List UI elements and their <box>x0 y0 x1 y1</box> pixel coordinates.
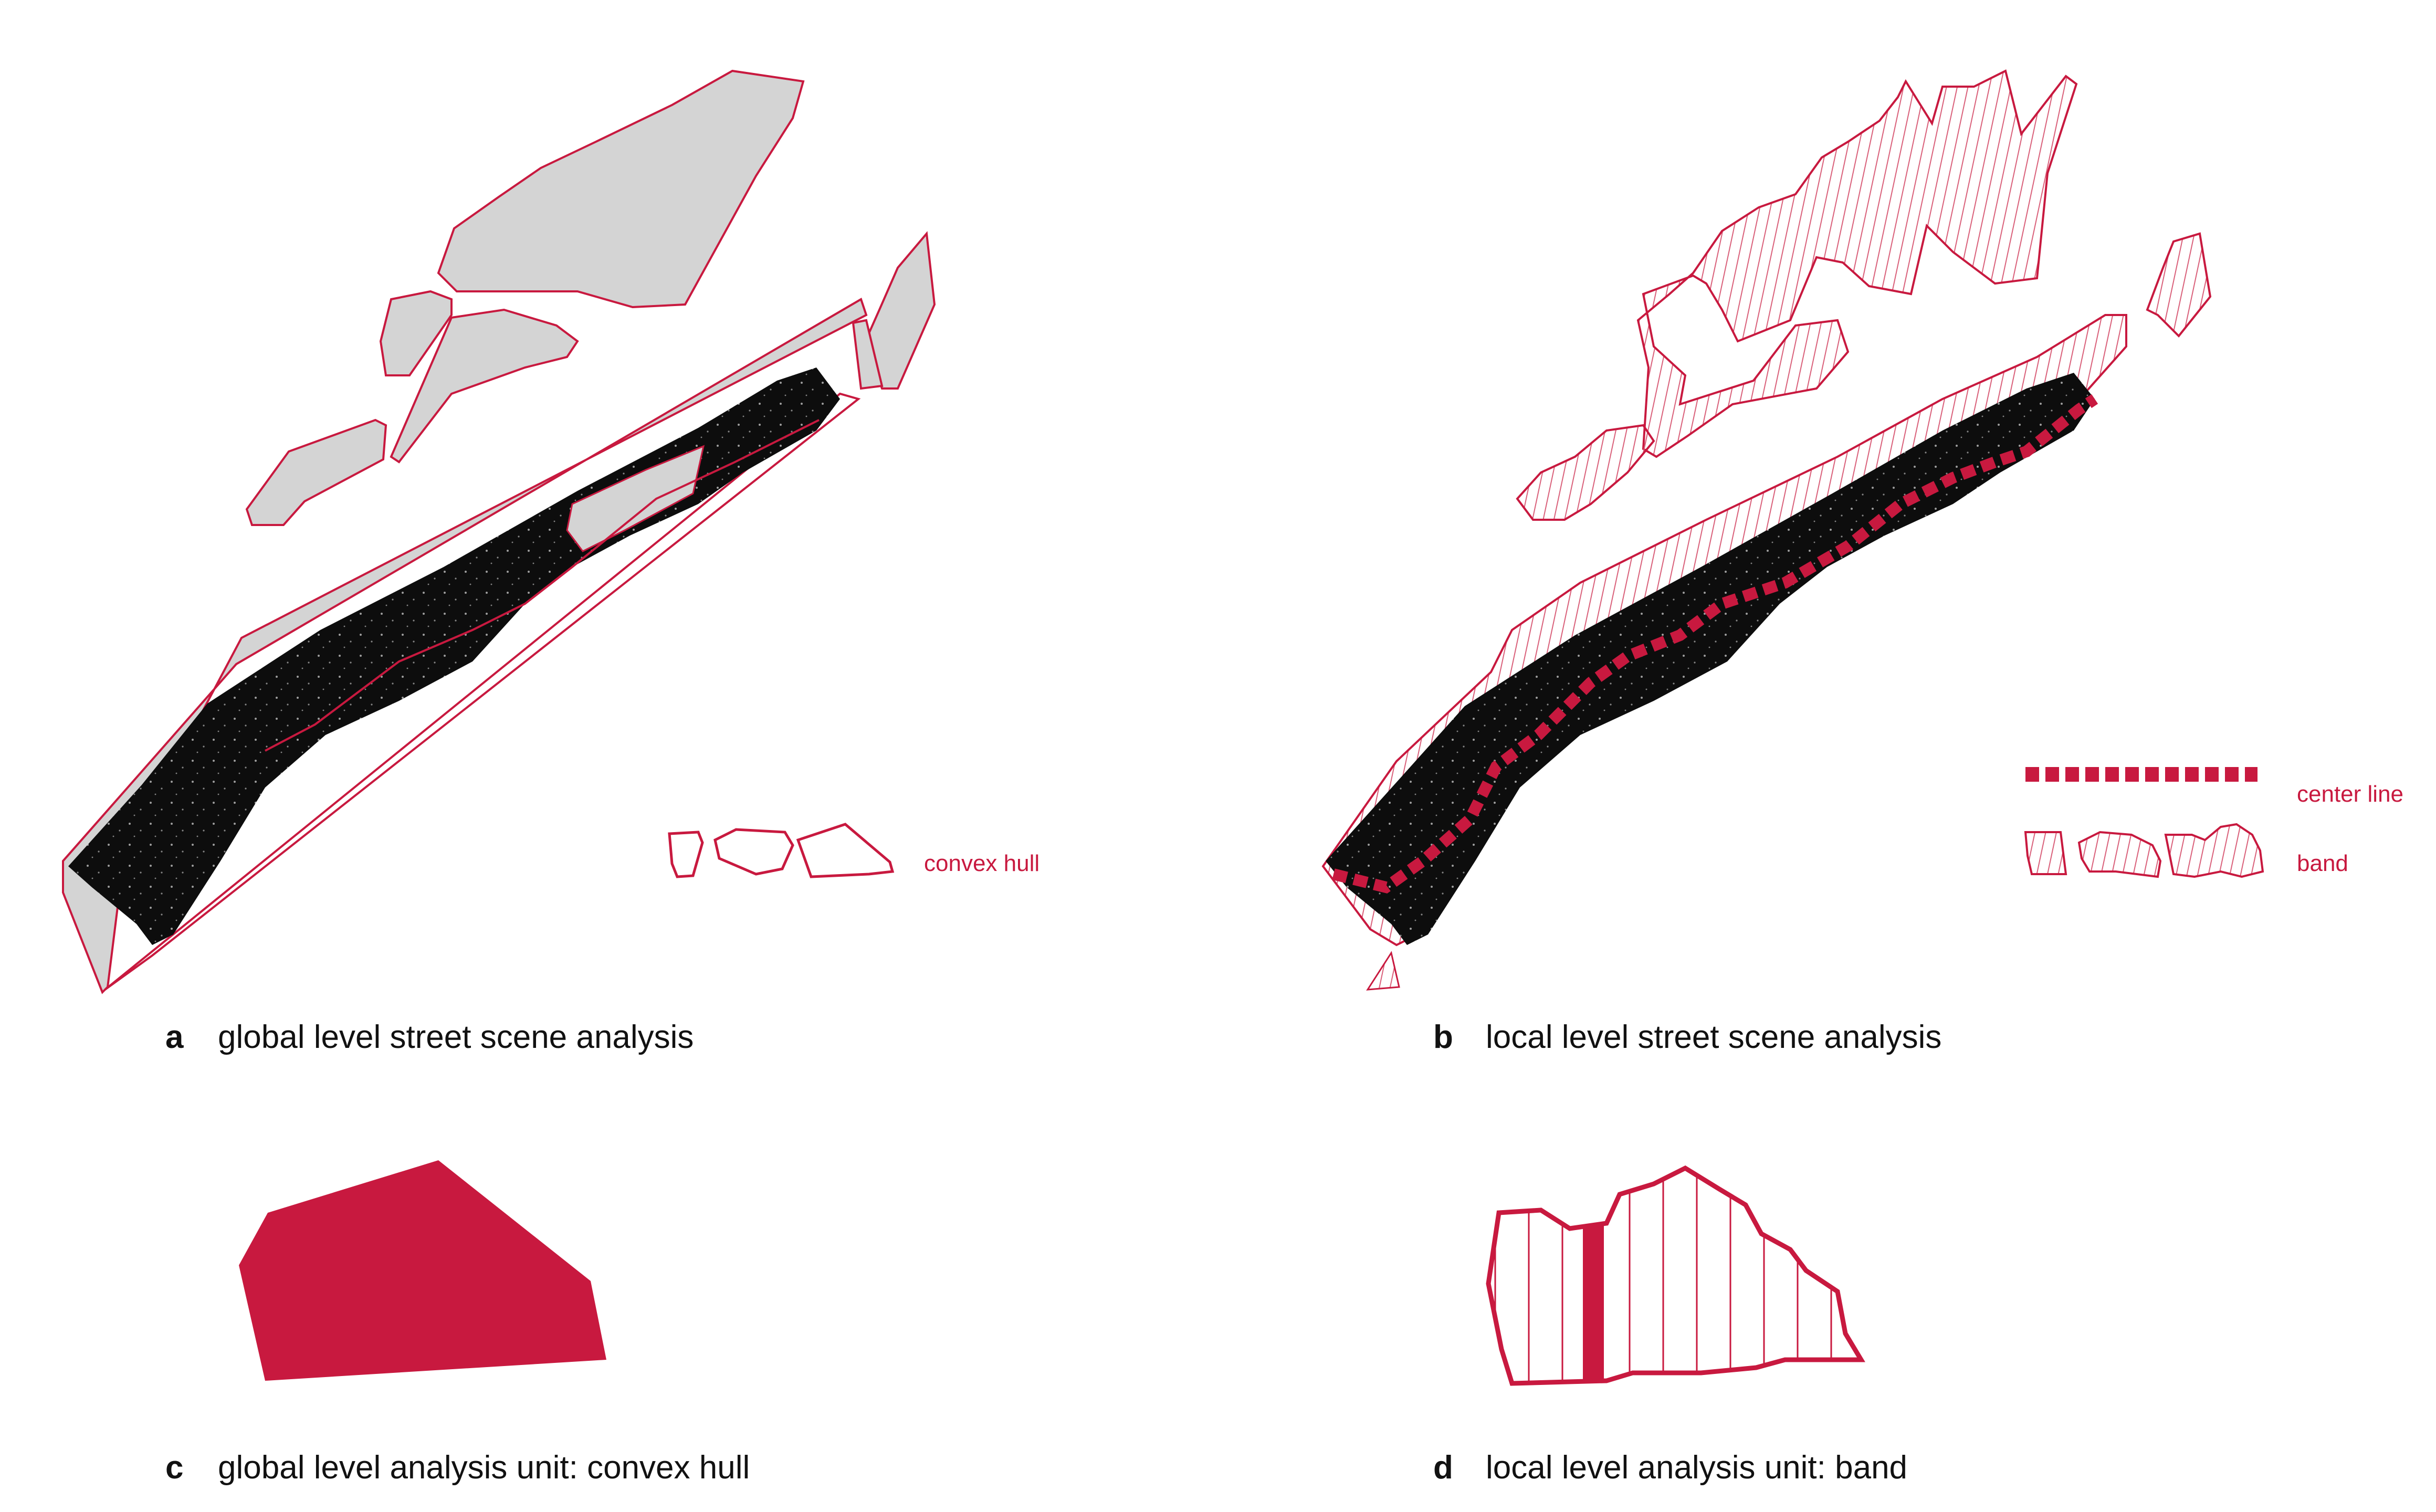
band-right-sliver <box>2146 232 2212 338</box>
street-mass-a <box>68 368 840 945</box>
panel-a-diagram <box>62 69 936 994</box>
caption-c: c global level analysis unit: convex hull <box>165 1449 750 1486</box>
caption-d-letter: d <box>1433 1450 1453 1486</box>
legend-band-3 <box>2164 823 2264 878</box>
street-mass-b <box>1326 373 2095 945</box>
legend-hull-1 <box>668 831 704 878</box>
legend-band-label: band <box>2297 850 2348 876</box>
hull-mid <box>390 308 579 464</box>
caption-d: d local level analysis unit: band <box>1433 1449 1907 1486</box>
legend-band-2 <box>2077 831 2162 878</box>
band-bottom-small <box>1366 951 1400 991</box>
caption-c-text: global level analysis unit: convex hull <box>218 1450 750 1486</box>
convex-hull-unit <box>239 1160 606 1381</box>
legend-band-1 <box>2024 831 2067 875</box>
caption-b-text: local level street scene analysis <box>1486 1019 1942 1055</box>
legend-convex-hull-label: convex hull <box>924 850 1040 876</box>
panel-b-diagram <box>1321 69 2264 991</box>
hull-right-sliver-1 <box>868 231 936 390</box>
legend-center-line-label: center line <box>2297 781 2404 807</box>
band-top-block <box>1636 69 2078 458</box>
caption-a-letter: a <box>165 1019 184 1055</box>
band-unit <box>1486 1165 1865 1386</box>
caption-d-text: local level analysis unit: band <box>1486 1450 1908 1486</box>
band-unit-highlight-strip <box>1583 1225 1604 1382</box>
hull-inner-grey <box>566 445 705 552</box>
caption-a-text: global level street scene analysis <box>218 1019 694 1055</box>
legend-hull-2 <box>713 828 794 876</box>
hull-left-small <box>245 418 387 526</box>
band-upper-left <box>1516 424 1655 521</box>
center-line <box>1332 394 2098 894</box>
caption-b: b local level street scene analysis <box>1433 1018 1941 1056</box>
hull-upper-small <box>379 290 453 376</box>
caption-c-letter: c <box>165 1450 184 1486</box>
caption-b-letter: b <box>1433 1019 1453 1055</box>
street-inner-outline <box>265 419 820 752</box>
hull-upper-large <box>437 69 805 309</box>
hull-right-sliver-2 <box>852 319 884 390</box>
caption-a: a global level street scene analysis <box>165 1018 694 1056</box>
legend-hull-3 <box>796 823 895 878</box>
band-unit-outline <box>1486 1165 1865 1386</box>
hull-long-triangle <box>104 392 861 991</box>
